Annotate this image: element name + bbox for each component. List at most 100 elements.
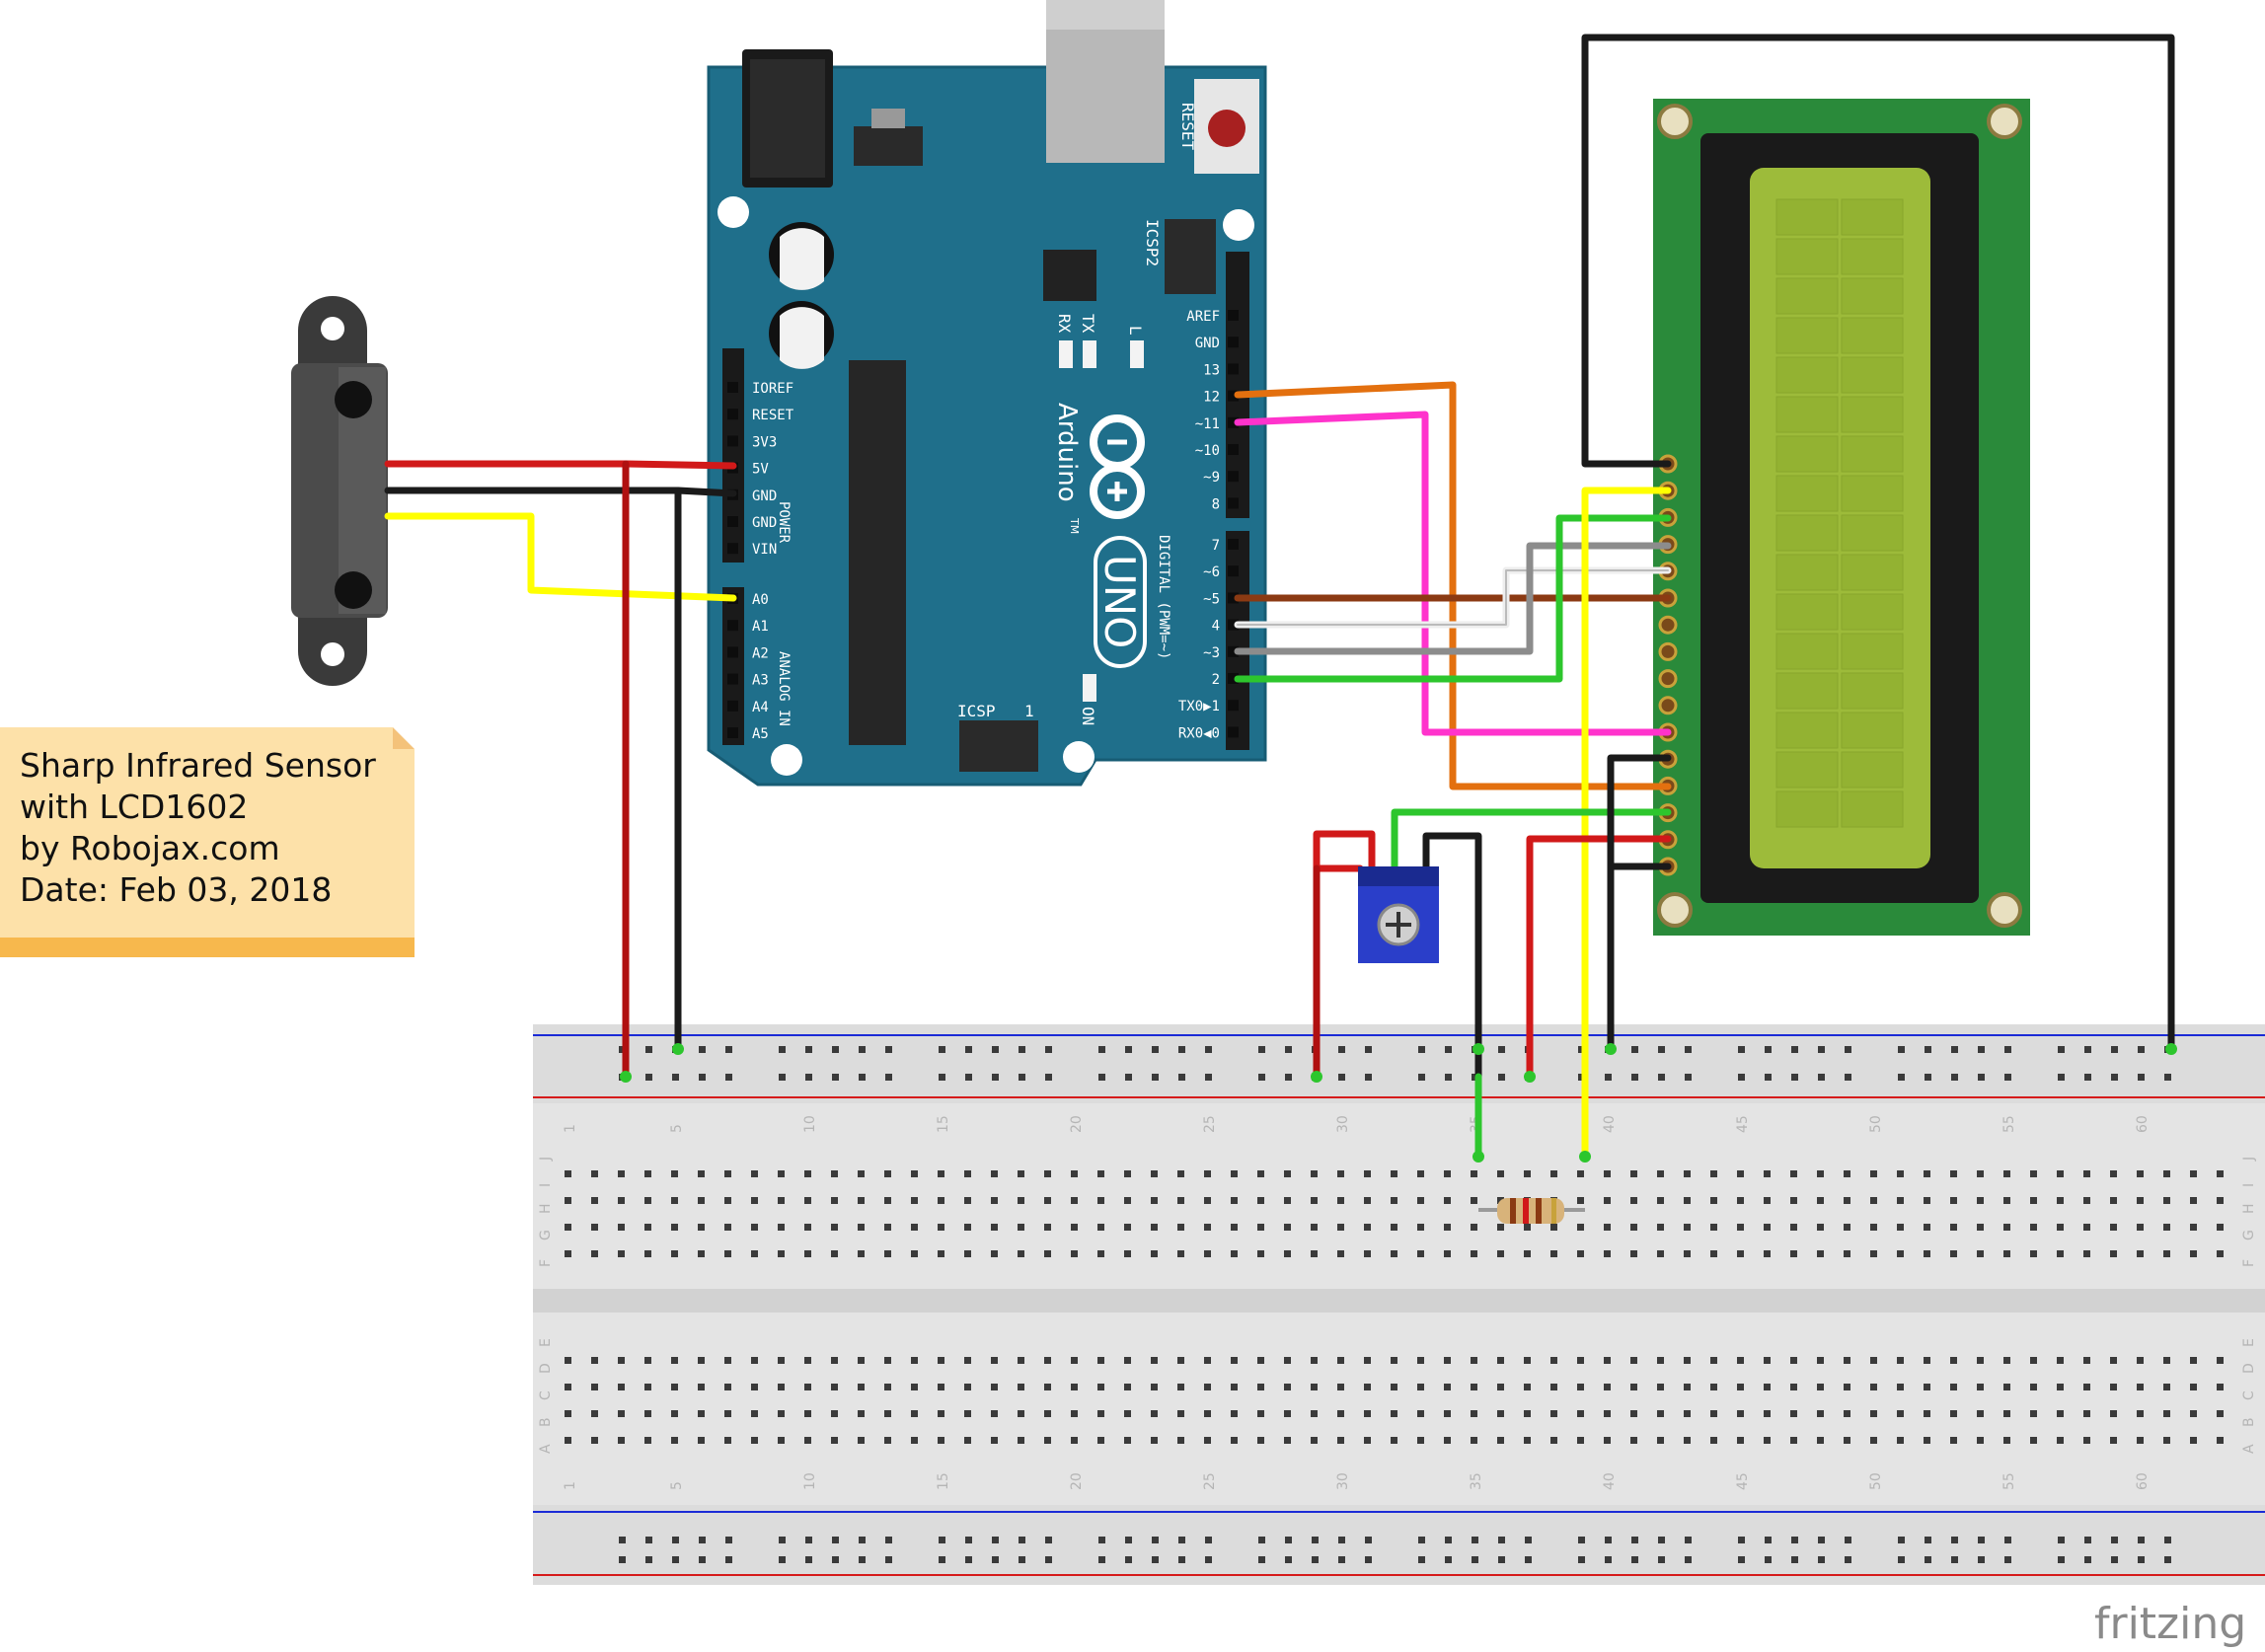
rail-hole[interactable] <box>1578 1537 1585 1543</box>
rail-hole[interactable] <box>1019 1556 1025 1563</box>
rail-hole[interactable] <box>1285 1074 1292 1081</box>
rail-hole[interactable] <box>2058 1074 2065 1081</box>
rail-hole[interactable] <box>965 1556 972 1563</box>
rail-hole[interactable] <box>645 1046 652 1053</box>
rail-hole[interactable] <box>805 1074 812 1081</box>
rail-hole[interactable] <box>2111 1556 2118 1563</box>
rail-hole[interactable] <box>939 1074 945 1081</box>
lcd-pin[interactable] <box>1658 669 1678 689</box>
rail-hole[interactable] <box>725 1074 732 1081</box>
rail-hole[interactable] <box>1418 1046 1425 1053</box>
rail-hole[interactable] <box>1898 1046 1905 1053</box>
rail-hole[interactable] <box>2111 1046 2118 1053</box>
rail-hole[interactable] <box>1898 1537 1905 1543</box>
rail-hole[interactable] <box>2138 1074 2145 1081</box>
rail-hole[interactable] <box>1738 1537 1745 1543</box>
rail-hole[interactable] <box>1631 1556 1638 1563</box>
rail-hole[interactable] <box>1178 1074 1185 1081</box>
rail-hole[interactable] <box>1978 1556 1985 1563</box>
rail-hole[interactable] <box>2111 1537 2118 1543</box>
header-pin[interactable] <box>727 620 738 632</box>
rail-hole[interactable] <box>1685 1556 1692 1563</box>
rail-hole[interactable] <box>672 1556 679 1563</box>
rail-hole[interactable] <box>965 1074 972 1081</box>
rail-hole[interactable] <box>965 1537 972 1543</box>
rail-hole[interactable] <box>725 1556 732 1563</box>
header-pin[interactable] <box>1228 673 1239 684</box>
rail-hole[interactable] <box>1685 1046 1692 1053</box>
rail-hole[interactable] <box>1365 1074 1372 1081</box>
rail-hole[interactable] <box>1525 1537 1532 1543</box>
rail-hole[interactable] <box>1125 1537 1132 1543</box>
lcd-pin[interactable] <box>1658 615 1678 635</box>
rail-hole[interactable] <box>1019 1074 1025 1081</box>
rail-hole[interactable] <box>779 1537 786 1543</box>
rail-hole[interactable] <box>1285 1537 1292 1543</box>
rail-hole[interactable] <box>885 1537 892 1543</box>
rail-hole[interactable] <box>2084 1046 2091 1053</box>
rail-hole[interactable] <box>1312 1537 1319 1543</box>
rail-hole[interactable] <box>1898 1074 1905 1081</box>
rail-hole[interactable] <box>1205 1074 1212 1081</box>
lcd-pin[interactable] <box>1658 641 1678 661</box>
rail-hole[interactable] <box>1685 1074 1692 1081</box>
rail-hole[interactable] <box>1045 1074 1052 1081</box>
rail-hole[interactable] <box>1658 1074 1665 1081</box>
rail-hole[interactable] <box>1791 1537 1798 1543</box>
rail-hole[interactable] <box>1338 1556 1345 1563</box>
rail-hole[interactable] <box>1925 1046 1931 1053</box>
rail-hole[interactable] <box>1205 1046 1212 1053</box>
rail-hole[interactable] <box>1258 1074 1265 1081</box>
rail-hole[interactable] <box>1951 1537 1958 1543</box>
rail-hole[interactable] <box>2138 1046 2145 1053</box>
rail-hole[interactable] <box>2084 1556 2091 1563</box>
header-pin[interactable] <box>727 646 738 658</box>
rail-hole[interactable] <box>1445 1556 1452 1563</box>
rail-hole[interactable] <box>779 1556 786 1563</box>
rail-hole[interactable] <box>1418 1556 1425 1563</box>
rail-hole[interactable] <box>1738 1556 1745 1563</box>
rail-hole[interactable] <box>2004 1556 2011 1563</box>
rail-hole[interactable] <box>1765 1046 1772 1053</box>
rail-hole[interactable] <box>699 1074 706 1081</box>
rail-hole[interactable] <box>725 1537 732 1543</box>
rail-hole[interactable] <box>1125 1046 1132 1053</box>
header-pin[interactable] <box>1228 390 1239 402</box>
rail-hole[interactable] <box>1472 1556 1478 1563</box>
rail-hole[interactable] <box>1472 1537 1478 1543</box>
rail-hole[interactable] <box>885 1074 892 1081</box>
rail-hole[interactable] <box>1525 1556 1532 1563</box>
rail-hole[interactable] <box>1045 1556 1052 1563</box>
header-pin[interactable] <box>1228 310 1239 321</box>
rail-hole[interactable] <box>2058 1556 2065 1563</box>
rail-hole[interactable] <box>832 1537 839 1543</box>
rail-hole[interactable] <box>2084 1074 2091 1081</box>
rail-hole[interactable] <box>1951 1046 1958 1053</box>
rail-hole[interactable] <box>672 1537 679 1543</box>
rail-hole[interactable] <box>1818 1046 1825 1053</box>
rail-hole[interactable] <box>1845 1046 1851 1053</box>
rail-hole[interactable] <box>1765 1074 1772 1081</box>
header-pin[interactable] <box>1228 497 1239 509</box>
rail-hole[interactable] <box>699 1556 706 1563</box>
rail-hole[interactable] <box>1338 1046 1345 1053</box>
rail-hole[interactable] <box>1925 1537 1931 1543</box>
rail-hole[interactable] <box>2058 1537 2065 1543</box>
rail-hole[interactable] <box>1925 1556 1931 1563</box>
rail-hole[interactable] <box>645 1556 652 1563</box>
header-pin[interactable] <box>727 516 738 527</box>
rail-hole[interactable] <box>1951 1074 1958 1081</box>
rail-hole[interactable] <box>885 1556 892 1563</box>
rail-hole[interactable] <box>1152 1046 1159 1053</box>
rail-hole[interactable] <box>1818 1537 1825 1543</box>
rail-hole[interactable] <box>1178 1556 1185 1563</box>
rail-hole[interactable] <box>1578 1556 1585 1563</box>
rail-hole[interactable] <box>1098 1046 1105 1053</box>
rail-hole[interactable] <box>1098 1537 1105 1543</box>
rail-hole[interactable] <box>1658 1556 1665 1563</box>
rail-hole[interactable] <box>699 1046 706 1053</box>
rail-hole[interactable] <box>2164 1537 2171 1543</box>
rail-hole[interactable] <box>1178 1537 1185 1543</box>
rail-hole[interactable] <box>1365 1537 1372 1543</box>
rail-hole[interactable] <box>1365 1556 1372 1563</box>
